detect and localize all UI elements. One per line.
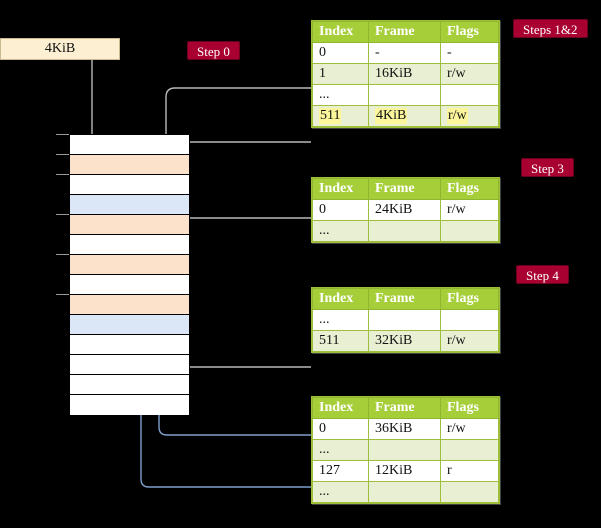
cell-frame: 16KiB — [368, 63, 441, 85]
table-row: 0 36KiB r/w — [312, 418, 499, 440]
table-row: ... — [312, 84, 499, 106]
table-row: ... — [312, 220, 499, 242]
cell-flags: - — [440, 42, 499, 64]
cell-flags — [440, 481, 499, 503]
cell-frame: 4KiB — [368, 105, 441, 127]
memory-row — [70, 195, 189, 215]
column-header-index: Index — [312, 178, 369, 200]
memory-tick — [56, 154, 69, 155]
cell-index: ... — [312, 309, 369, 331]
cell-frame — [368, 309, 441, 331]
memory-row — [70, 215, 189, 235]
table-row: 127 12KiB r — [312, 460, 499, 482]
memory-tick — [56, 214, 69, 215]
cell-frame — [368, 439, 441, 461]
page-table-3-grid: Index Frame Flags ... 511 32KiB r/w — [312, 288, 499, 352]
cell-frame: 12KiB — [368, 460, 441, 482]
page-table-1-grid: Index Frame Flags 0 - - 1 16KiB r/w ... — [312, 21, 499, 127]
cell-flags — [440, 220, 499, 242]
cell-frame: 32KiB — [368, 330, 441, 352]
cell-flags: r/w — [440, 63, 499, 85]
memory-tick — [56, 294, 69, 295]
table-header-row: Index Frame Flags — [312, 397, 499, 419]
memory-row — [70, 275, 189, 295]
page-table-2-grid: Index Frame Flags 0 24KiB r/w ... — [312, 178, 499, 242]
cell-frame: 24KiB — [368, 199, 441, 221]
page-table-level-4: Index Frame Flags 0 36KiB r/w ... 127 — [311, 396, 500, 504]
column-header-index: Index — [312, 288, 369, 310]
page-table-level-1: Index Frame Flags 0 - - 1 16KiB r/w ... — [311, 20, 500, 128]
cell-flags: r — [440, 460, 499, 482]
memory-tick — [56, 174, 69, 175]
cell-index: ... — [312, 439, 369, 461]
memory-row — [70, 355, 189, 375]
table-header-row: Index Frame Flags — [312, 178, 499, 200]
column-header-flags: Flags — [440, 397, 499, 419]
table-row: 511 32KiB r/w — [312, 330, 499, 352]
cell-index: ... — [312, 84, 369, 106]
column-header-flags: Flags — [440, 178, 499, 200]
memory-row — [70, 135, 189, 155]
table-row: ... — [312, 481, 499, 503]
cell-frame: 36KiB — [368, 418, 441, 440]
cell-frame — [368, 220, 441, 242]
source-frame-box: 4KiB — [0, 38, 120, 60]
cell-flags — [440, 309, 499, 331]
column-header-flags: Flags — [440, 288, 499, 310]
table-row: 0 - - — [312, 42, 499, 64]
cell-index: 511 — [312, 330, 369, 352]
memory-row — [70, 155, 189, 175]
memory-row — [70, 235, 189, 255]
table-row-highlighted: 511 4KiB r/w — [312, 105, 499, 127]
column-header-index: Index — [312, 397, 369, 419]
cell-index: 1 — [312, 63, 369, 85]
cell-flags: r/w — [440, 199, 499, 221]
page-table-4-grid: Index Frame Flags 0 36KiB r/w ... 127 — [312, 397, 499, 503]
table-header-row: Index Frame Flags — [312, 288, 499, 310]
cell-flags: r/w — [440, 105, 499, 127]
column-header-frame: Frame — [368, 21, 441, 43]
memory-row — [70, 175, 189, 195]
cell-index: 127 — [312, 460, 369, 482]
table-row: ... — [312, 309, 499, 331]
cell-flags — [440, 84, 499, 106]
cell-flags — [440, 439, 499, 461]
badge-step-0: Step 0 — [187, 41, 240, 60]
column-header-frame: Frame — [368, 397, 441, 419]
memory-row — [70, 375, 189, 395]
memory-tick — [56, 254, 69, 255]
cell-frame — [368, 481, 441, 503]
source-frame-label: 4KiB — [44, 41, 76, 56]
memory-row — [70, 395, 189, 415]
cell-frame: - — [368, 42, 441, 64]
memory-row — [70, 255, 189, 275]
cell-flags: r/w — [440, 330, 499, 352]
badge-steps-1-2: Steps 1&2 — [513, 19, 588, 38]
column-header-frame: Frame — [368, 178, 441, 200]
table-row: 1 16KiB r/w — [312, 63, 499, 85]
memory-row — [70, 335, 189, 355]
memory-column — [69, 134, 190, 415]
cell-index: 0 — [312, 42, 369, 64]
column-header-index: Index — [312, 21, 369, 43]
memory-row — [70, 315, 189, 335]
cell-frame — [368, 84, 441, 106]
cell-index: ... — [312, 481, 369, 503]
page-table-level-2: Index Frame Flags 0 24KiB r/w ... — [311, 177, 500, 243]
cell-flags: r/w — [440, 418, 499, 440]
memory-tick — [56, 134, 69, 135]
page-table-level-3: Index Frame Flags ... 511 32KiB r/w — [311, 287, 500, 353]
column-header-flags: Flags — [440, 21, 499, 43]
table-row: ... — [312, 439, 499, 461]
memory-row — [70, 295, 189, 315]
cell-index: 0 — [312, 418, 369, 440]
badge-step-4: Step 4 — [516, 265, 569, 284]
column-header-frame: Frame — [368, 288, 441, 310]
table-row: 0 24KiB r/w — [312, 199, 499, 221]
table-header-row: Index Frame Flags — [312, 21, 499, 43]
cell-index: 0 — [312, 199, 369, 221]
cell-index: ... — [312, 220, 369, 242]
cell-index: 511 — [312, 105, 369, 127]
badge-step-3: Step 3 — [521, 158, 574, 177]
